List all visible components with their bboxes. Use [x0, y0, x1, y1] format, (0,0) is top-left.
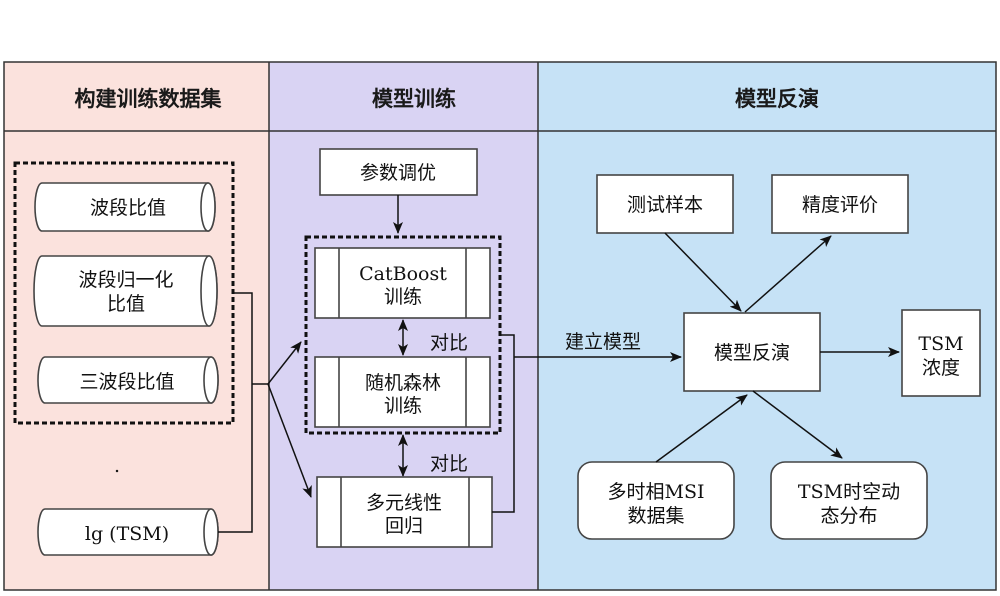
arrow-test-to-inversion	[664, 232, 742, 312]
cylinder-label: 波段归一化	[78, 269, 173, 291]
box-msi-dataset[interactable]: 多时相MSI 数据集	[577, 461, 735, 540]
cylinder-three-band-ratio[interactable]: 三波段比值	[37, 356, 219, 404]
lane-title: 模型训练	[372, 87, 456, 111]
box-label: 数据集	[627, 505, 684, 527]
process-label: 训练	[384, 286, 422, 308]
compare-label: 对比	[430, 453, 468, 475]
process-label: CatBoost	[359, 263, 447, 285]
cylinder-label: lg (TSM)	[85, 523, 169, 545]
box-tsm-concentration[interactable]: TSM 浓度	[901, 309, 981, 397]
process-label: 随机森林	[365, 372, 441, 394]
cylinder-label: 三波段比值	[79, 371, 174, 393]
process-catboost[interactable]: CatBoost 训练	[314, 247, 491, 319]
box-label: 态分布	[820, 505, 877, 527]
box-model-inversion[interactable]: 模型反演	[683, 312, 821, 392]
box-accuracy-evaluation[interactable]: 精度评价	[771, 174, 909, 234]
box-label: TSM时空动	[798, 481, 900, 503]
box-label: 参数调优	[360, 162, 436, 184]
lane-title: 构建训练数据集	[75, 87, 223, 111]
box-label: 浓度	[922, 357, 960, 379]
arrow-msi-to-inversion	[655, 394, 748, 463]
box-label: TSM	[918, 333, 963, 355]
lanes-border	[3, 61, 997, 591]
arrow-inversion-to-spatiotemporal	[752, 390, 843, 459]
cylinder-lg-tsm[interactable]: lg (TSM)	[37, 508, 219, 556]
ellipsis-dot: .	[114, 455, 120, 477]
arrow-to-mlr	[267, 383, 312, 498]
process-multiple-linear-regression[interactable]: 多元线性 回归	[316, 476, 493, 548]
training-bracket-connector	[492, 334, 515, 513]
arrow-to-ensemble-group	[267, 341, 302, 385]
build-model-label: 建立模型	[565, 331, 641, 353]
process-label: 多元线性	[366, 492, 442, 514]
box-test-sample[interactable]: 测试样本	[596, 174, 734, 234]
dataset-bracket-connector	[218, 292, 253, 533]
box-label: 精度评价	[802, 194, 878, 216]
process-random-forest[interactable]: 随机森林 训练	[314, 356, 491, 428]
box-label: 测试样本	[627, 194, 703, 216]
cylinder-band-ratio[interactable]: 波段比值	[34, 182, 216, 232]
compare-label: 对比	[430, 332, 468, 354]
lane-title: 模型反演	[735, 87, 819, 111]
cylinder-label: 波段比值	[90, 197, 166, 219]
arrow-inversion-to-accuracy	[744, 235, 832, 313]
process-label: 回归	[385, 515, 423, 537]
box-tsm-spatiotemporal[interactable]: TSM时空动 态分布	[770, 461, 928, 540]
cylinder-label: 比值	[107, 293, 145, 315]
box-label: 多时相MSI	[608, 481, 705, 503]
box-parameter-tuning[interactable]: 参数调优	[319, 148, 478, 196]
process-label: 训练	[384, 395, 422, 417]
cylinder-normalized-ratio[interactable]: 波段归一化 比值	[33, 255, 218, 327]
box-label: 模型反演	[714, 342, 790, 364]
